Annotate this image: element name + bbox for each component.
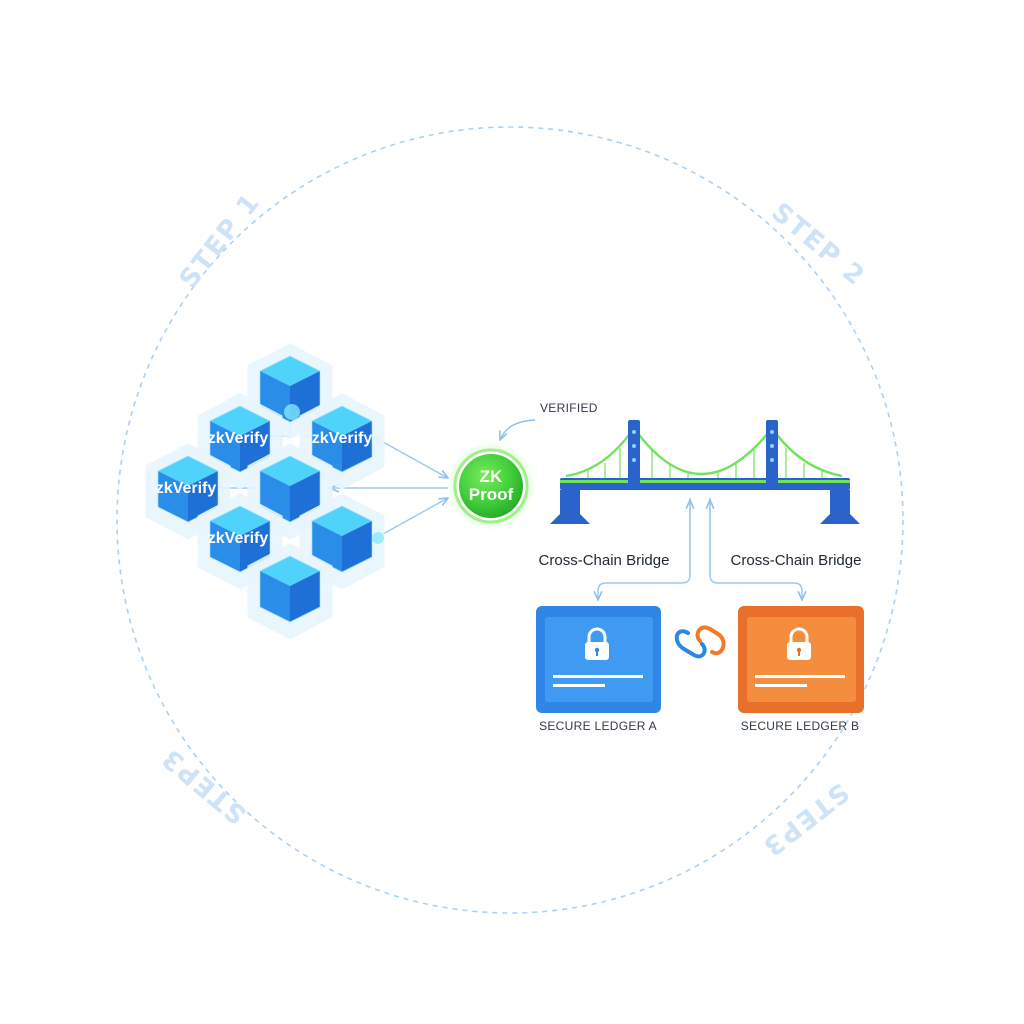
ledger-connectors	[598, 498, 802, 600]
step-3-right-label: STEP3	[756, 776, 854, 862]
step-2-label: STEP 2	[766, 197, 871, 292]
proof-label-line2: Proof	[469, 485, 514, 504]
cube-label-upper-left: zkVerify	[208, 430, 269, 447]
verified-arrow	[500, 419, 536, 440]
step-1-label: STEP 1	[174, 187, 267, 294]
ledger-a-label: SECURE LEDGER A	[539, 719, 657, 733]
secure-ledger-b	[738, 606, 864, 713]
zkverify-cluster: zkVerify zkVerify zkVerify zkVerify	[144, 342, 386, 641]
zk-proof-node: ZK Proof	[447, 442, 535, 530]
cube-label-left: zkVerify	[156, 480, 217, 497]
ledger-b-label: SECURE LEDGER B	[741, 719, 860, 733]
lock-icon	[585, 627, 609, 660]
chain-link-icon	[674, 625, 726, 659]
bridge-caption-left: Cross-Chain Bridge	[539, 552, 670, 569]
lock-icon	[787, 627, 811, 660]
cube-label-upper-right: zkVerify	[312, 430, 373, 447]
step-3-left-label: STEP3	[156, 741, 253, 829]
bridge-caption-right: Cross-Chain Bridge	[731, 552, 862, 569]
cube-label-lower-left: zkVerify	[208, 530, 269, 547]
bridge-icon	[550, 420, 860, 524]
process-ring	[116, 126, 904, 914]
secure-ledger-a	[536, 606, 661, 713]
proof-label-line1: ZK	[480, 467, 503, 486]
verified-label: VERIFIED	[540, 401, 598, 415]
